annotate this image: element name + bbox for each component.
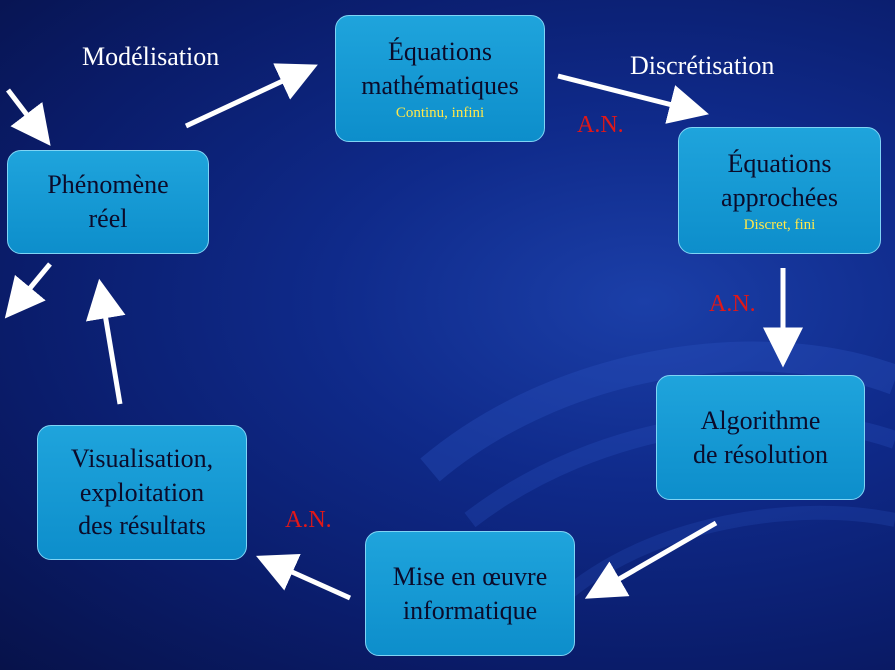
box-algorithme-resolution: Algorithme de résolution [656,375,865,500]
arrow-mise-en-oeuvre-to-visualisation [256,553,352,601]
box-equations-math-line2: mathématiques [361,70,519,100]
box-mise-en-oeuvre: Mise en œuvre informatique [365,531,575,656]
box-equations-approchees: Équations approchées Discret, fini [678,127,881,254]
box-mise-en-oeuvre-line1: Mise en œuvre [392,561,548,591]
box-algorithme-line2: de résolution [692,439,829,469]
arrow-visualisation-to-phenomene [85,278,126,405]
box-equations-approchees-line1: Équations [727,148,832,178]
box-equations-math-sub: Continu, infini [395,105,485,122]
box-equations-approchees-sub: Discret, fini [743,217,816,234]
label-an-2: A.N. [709,291,756,317]
box-algorithme-line1: Algorithme [700,405,821,435]
box-equations-approchees-line2: approchées [721,182,838,212]
label-discretisation: Discrétisation [630,51,775,80]
arrow-discretisation [557,73,709,124]
label-an-3: A.N. [285,507,332,533]
box-visualisation-line3: des résultats [78,511,206,541]
box-phenomene-line1: Phénomène [47,170,169,200]
box-visualisation: Visualisation, exploitation des résultat… [37,425,247,560]
box-mise-en-oeuvre-line2: informatique [402,595,538,625]
arrow-out-of-phenomene [4,262,52,319]
box-visualisation-line2: exploitation [79,477,205,507]
arrow-into-phenomene [6,88,51,146]
box-equations-mathematiques: Équations mathématiques Continu, infini [335,15,545,142]
arrow-modelisation [184,63,318,129]
box-visualisation-line1: Visualisation, [70,443,214,473]
label-an-1: A.N. [577,112,624,138]
box-phenomene-line2: réel [88,204,128,233]
box-equations-math-line1: Équations [388,36,492,66]
box-phenomene-reel: Phénomène réel [7,150,209,254]
arrow-algorithme-to-mise-en-oeuvre [584,520,718,599]
label-modelisation: Modélisation [82,42,220,71]
